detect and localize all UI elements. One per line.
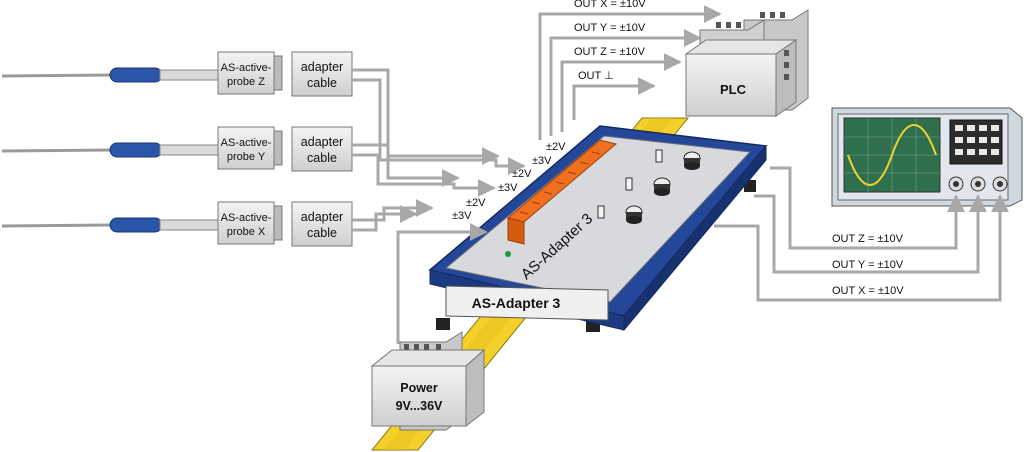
power-wire bbox=[396, 223, 488, 344]
plc-wires bbox=[538, 5, 722, 140]
cable-x-label-2: cable bbox=[307, 226, 337, 240]
probe-x-label-2: probe X bbox=[227, 226, 266, 238]
x-in-high: ±2V bbox=[466, 197, 486, 209]
as-adapter-device: AS-Adapter 3 bbox=[428, 125, 768, 332]
connector-pins bbox=[519, 151, 601, 215]
scope-wires bbox=[714, 166, 1009, 302]
scope-input-jacks bbox=[948, 176, 1008, 192]
probe-z: AS-active- probe Z adapter cable bbox=[1, 51, 353, 97]
probe-y: AS-active- probe Y adapter cable bbox=[1, 126, 353, 172]
range-switch-z[interactable] bbox=[655, 149, 663, 163]
plc-module: PLC bbox=[684, 9, 809, 117]
power-label-1: Power bbox=[400, 381, 438, 395]
z-in-high: ±2V bbox=[546, 141, 566, 153]
power-label-2: 9V...36V bbox=[396, 399, 443, 413]
gain-knob-y[interactable] bbox=[653, 177, 671, 196]
cable-x-label-1: adapter bbox=[301, 210, 343, 224]
z-in-low: ±3V bbox=[532, 155, 552, 167]
plc-out-gnd: OUT ⊥ bbox=[578, 70, 614, 82]
input-wires bbox=[352, 68, 526, 232]
y-in-high: ±2V bbox=[512, 168, 532, 180]
power-led bbox=[505, 251, 511, 257]
oscilloscope bbox=[831, 107, 1023, 207]
probe-x-label-1: AS-active- bbox=[221, 212, 272, 224]
gain-knob-z[interactable] bbox=[683, 151, 701, 170]
scope-waveform bbox=[847, 124, 937, 186]
scope-out-y: OUT Y = ±10V bbox=[832, 259, 904, 271]
cable-y-label-2: cable bbox=[307, 151, 337, 165]
plc-out-z: OUT Z = ±10V bbox=[574, 46, 646, 58]
plc-label: PLC bbox=[720, 82, 747, 97]
plc-out-x: OUT X = ±10V bbox=[574, 0, 646, 10]
plc-out-y: OUT Y = ±10V bbox=[574, 22, 646, 34]
power-module: Power 9V...36V bbox=[370, 331, 486, 431]
scope-keypad bbox=[955, 125, 999, 155]
cable-z-label-2: cable bbox=[307, 76, 337, 90]
scope-out-x: OUT X = ±10V bbox=[832, 285, 904, 297]
probe-y-label-1: AS-active- bbox=[221, 137, 272, 149]
x-in-low: ±3V bbox=[452, 210, 472, 222]
cable-z-label-1: adapter bbox=[301, 60, 343, 74]
cable-y-label-1: adapter bbox=[301, 135, 343, 149]
adapter-label: AS-Adapter 3 bbox=[472, 295, 561, 311]
y-in-low: ±3V bbox=[498, 182, 518, 194]
probe-x: AS-active- probe X adapter cable bbox=[1, 201, 353, 247]
range-switch-y[interactable] bbox=[625, 177, 633, 191]
probe-z-label-1: AS-active- bbox=[221, 62, 272, 74]
scope-out-z: OUT Z = ±10V bbox=[832, 233, 904, 245]
probe-y-label-2: probe Y bbox=[227, 151, 266, 163]
probe-z-label-2: probe Z bbox=[227, 76, 265, 88]
gain-knob-x[interactable] bbox=[625, 205, 643, 224]
range-switch-x[interactable] bbox=[597, 205, 605, 219]
